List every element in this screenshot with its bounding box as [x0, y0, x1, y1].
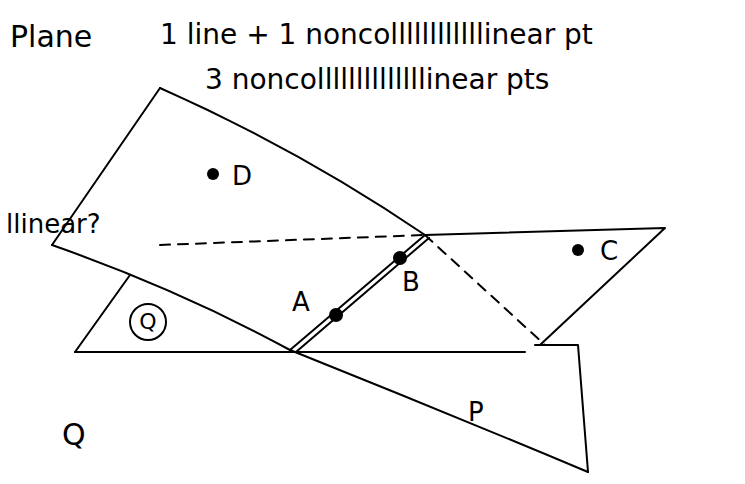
point-label: A	[292, 288, 310, 317]
plane-edge	[160, 88, 425, 235]
intersection-line	[296, 238, 429, 352]
point-dot	[393, 251, 407, 265]
intersection-line	[290, 235, 425, 350]
plane-edge	[75, 351, 525, 353]
point-label: Q	[62, 418, 86, 451]
hidden-edge	[160, 235, 425, 245]
note-text: Plane	[10, 20, 92, 53]
point-label: C	[600, 237, 618, 266]
note-text: 1 line + 1 noncollllllllllllinear pt	[160, 20, 593, 51]
note-text: llinear?	[6, 210, 101, 239]
point-label: D	[232, 162, 252, 191]
plane-edge	[425, 228, 665, 345]
point-dot	[329, 308, 343, 322]
circled-label: Q	[129, 303, 167, 341]
point-label: B	[402, 268, 420, 297]
plane-name: Q	[139, 311, 156, 333]
plane-edge	[52, 245, 588, 472]
plane-edge	[535, 345, 588, 472]
hidden-edge	[425, 235, 545, 345]
point-dot	[207, 168, 219, 180]
plane-edge	[75, 275, 130, 352]
point-label: P	[468, 398, 484, 427]
note-text: 3 noncollllllllllllllinear pts	[205, 65, 549, 96]
point-dot	[572, 244, 584, 256]
